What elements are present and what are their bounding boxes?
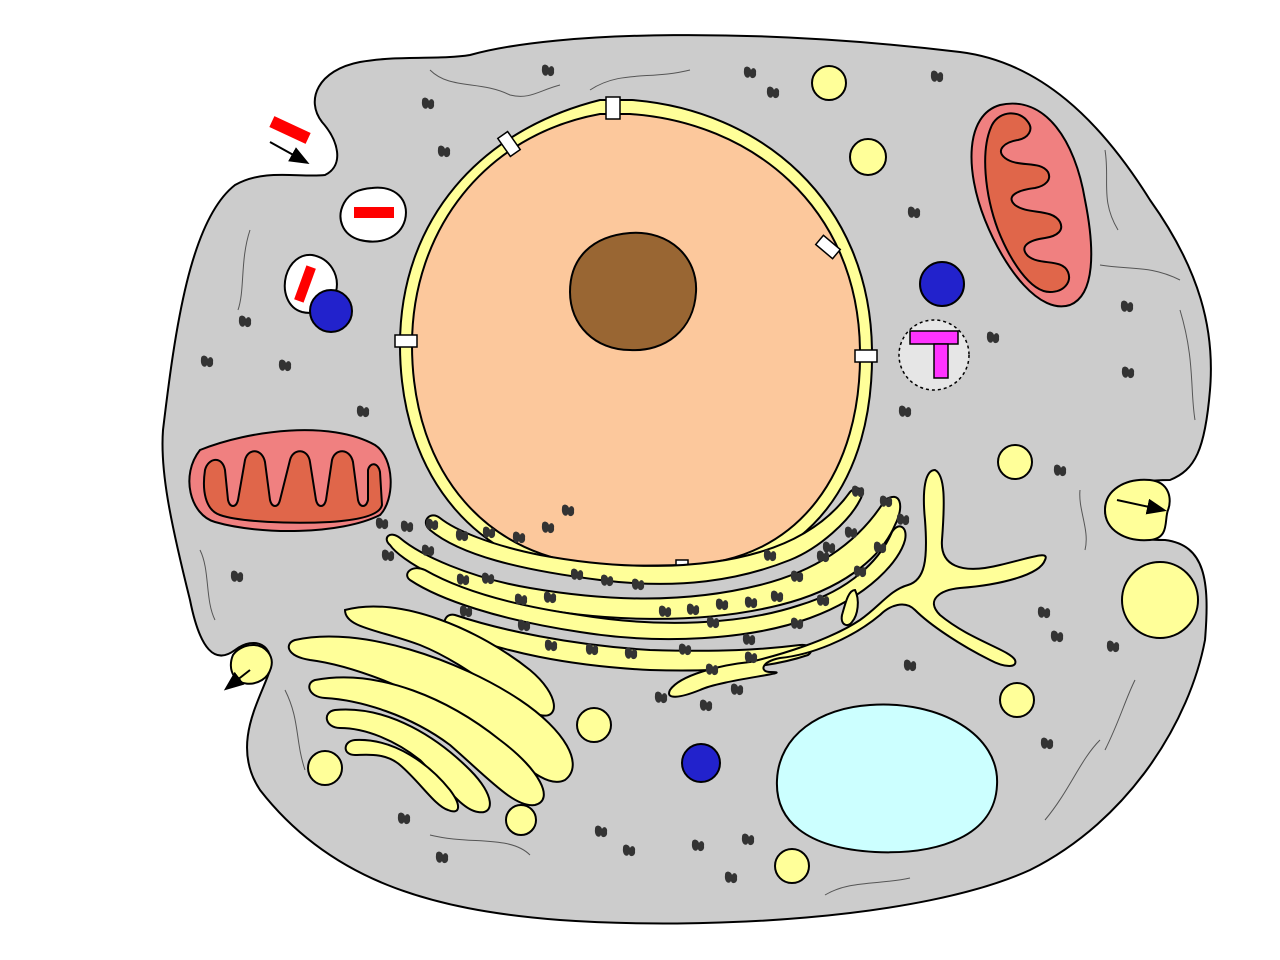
vesicles bbox=[307, 65, 1199, 884]
ribosome bbox=[766, 86, 780, 99]
ribosome bbox=[844, 526, 858, 539]
exocytosis-vesicle-right bbox=[1103, 478, 1171, 542]
ribosome bbox=[744, 651, 758, 664]
ribosome bbox=[1053, 464, 1067, 477]
ribosome bbox=[763, 549, 777, 562]
cytoskeleton-filaments bbox=[199, 69, 1196, 896]
ribosome bbox=[851, 485, 865, 498]
ribosome bbox=[425, 518, 439, 531]
ribosome bbox=[375, 517, 389, 530]
ribosome bbox=[853, 565, 867, 578]
ribosome bbox=[397, 812, 411, 825]
ribosome bbox=[790, 617, 804, 630]
ribosomes bbox=[200, 64, 1135, 884]
ribosome bbox=[678, 643, 692, 656]
ribosome bbox=[544, 639, 558, 652]
ribosome bbox=[238, 315, 252, 328]
ribosome bbox=[879, 495, 893, 508]
ribosome bbox=[594, 825, 608, 838]
ribosome bbox=[741, 833, 755, 846]
ribosome bbox=[435, 851, 449, 864]
ribosome bbox=[699, 699, 713, 712]
endocytic-vesicle-2 bbox=[283, 253, 353, 333]
ribosome bbox=[1037, 606, 1051, 619]
ribosome bbox=[400, 520, 414, 533]
ribosome bbox=[512, 531, 526, 544]
ribosome bbox=[715, 598, 729, 611]
ribosome bbox=[421, 97, 435, 110]
ribosome bbox=[482, 526, 496, 539]
endocytosis-arrow-icon bbox=[269, 141, 310, 164]
ribosome bbox=[381, 549, 395, 562]
ribosome bbox=[622, 844, 636, 857]
ribosome bbox=[744, 596, 758, 609]
ribosome bbox=[686, 603, 700, 616]
ribosome bbox=[356, 405, 370, 418]
ribosome bbox=[541, 521, 555, 534]
ribosome bbox=[437, 145, 451, 158]
ribosome bbox=[930, 70, 944, 83]
ribosome bbox=[570, 568, 584, 581]
ribosome bbox=[1050, 630, 1064, 643]
ribosome bbox=[816, 550, 830, 563]
ribosome bbox=[705, 663, 719, 676]
exocytosis-arrow-icon-left bbox=[223, 669, 251, 691]
external-cargo bbox=[269, 116, 311, 144]
ribosome bbox=[654, 691, 668, 704]
ribosome bbox=[455, 529, 469, 542]
ribosome bbox=[816, 594, 830, 607]
lysosomes bbox=[681, 261, 965, 783]
ribosome bbox=[1106, 640, 1120, 653]
ribosome bbox=[1120, 300, 1134, 313]
nucleolus bbox=[568, 231, 698, 352]
ribosome bbox=[691, 839, 705, 852]
ribosome bbox=[986, 331, 1000, 344]
ribosome bbox=[200, 355, 214, 368]
ribosome bbox=[561, 504, 575, 517]
ribosome bbox=[278, 359, 292, 372]
endocytic-vesicle-1 bbox=[339, 186, 407, 243]
ribosome bbox=[481, 572, 495, 585]
ribosome bbox=[770, 590, 784, 603]
centrosome bbox=[898, 319, 970, 391]
mitochondrion-right bbox=[970, 102, 1093, 308]
ribosome bbox=[903, 659, 917, 672]
ribosome bbox=[790, 570, 804, 583]
ribosome bbox=[743, 66, 757, 79]
ribosome bbox=[230, 570, 244, 583]
ribosome bbox=[600, 574, 614, 587]
ribosome bbox=[624, 647, 638, 660]
ribosome bbox=[585, 643, 599, 656]
ribosome bbox=[421, 544, 435, 557]
nuclear-pores bbox=[394, 96, 878, 583]
ribosome bbox=[1121, 366, 1135, 379]
ribosome bbox=[898, 405, 912, 418]
ribosome bbox=[541, 64, 555, 77]
ribosome bbox=[822, 541, 836, 554]
ribosome bbox=[706, 616, 720, 629]
ribosome bbox=[658, 605, 672, 618]
ribosome bbox=[631, 578, 645, 591]
ribosome bbox=[724, 871, 738, 884]
ribosome bbox=[742, 633, 756, 646]
exocytosis-arrow-icon bbox=[1116, 498, 1167, 515]
exocytosis-vesicle-left bbox=[229, 644, 273, 685]
mitochondrion-left bbox=[188, 429, 392, 532]
ribosome bbox=[873, 541, 887, 554]
ribosome bbox=[459, 605, 473, 618]
ribosome bbox=[730, 683, 744, 696]
ribosome bbox=[514, 593, 528, 606]
golgi-apparatus bbox=[287, 605, 574, 814]
rough-endoplasmic-reticulum bbox=[385, 468, 1047, 698]
ribosome bbox=[1040, 737, 1054, 750]
vacuole bbox=[775, 703, 999, 854]
ribosome bbox=[896, 513, 910, 526]
ribosome bbox=[907, 206, 921, 219]
ribosome bbox=[543, 591, 557, 604]
ribosome bbox=[517, 619, 531, 632]
ribosome bbox=[456, 573, 470, 586]
